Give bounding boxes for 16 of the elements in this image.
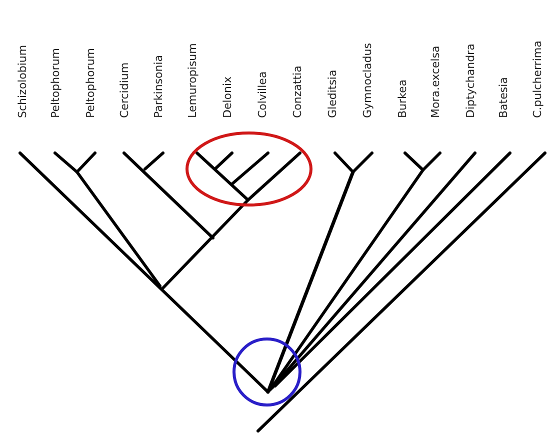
taxon-label: Peltophorum: [84, 48, 97, 118]
taxon-label: Colvillea: [256, 71, 269, 118]
taxon-label: Lemuropisum: [186, 43, 199, 118]
taxon-label: Diptychandra: [464, 44, 477, 118]
taxon-label: Cercidium: [118, 62, 131, 118]
taxon-label: Schizolobium: [16, 44, 29, 118]
taxon-label: Parkinsonia: [152, 54, 165, 118]
taxon-label: Batesia: [497, 77, 510, 118]
taxon-label: Gleditsia: [326, 70, 339, 118]
taxon-label: Peltophorum: [49, 48, 62, 118]
taxon-label: Burkea: [396, 79, 409, 118]
taxon-label: Gymnocladus: [361, 43, 374, 118]
taxon-label: Mora.excelsa: [429, 46, 442, 118]
taxon-label: Conzattia: [291, 66, 304, 118]
taxon-label: C.pulcherrima: [531, 40, 544, 118]
taxon-label: Delonix: [221, 76, 234, 118]
